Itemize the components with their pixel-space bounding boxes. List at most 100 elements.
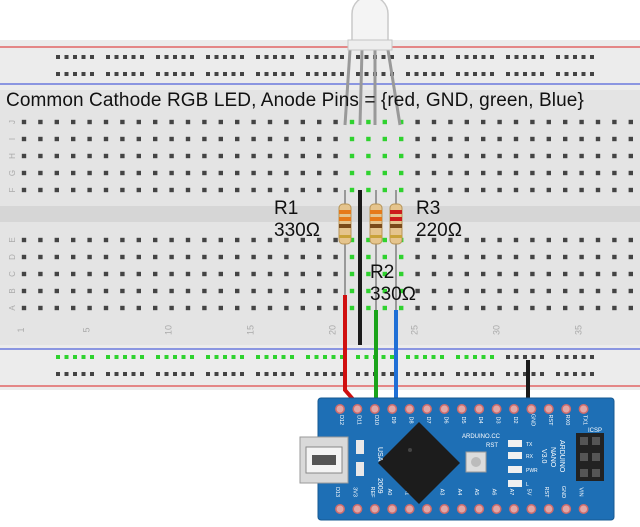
breadboard-hole [595,271,601,277]
rst-label: RST [486,443,498,449]
resistor-r1-label: R1 330Ω [274,198,320,242]
breadboard-hole [317,254,322,260]
breadboard-hole [546,153,551,159]
rail-hole [531,55,536,59]
breadboard-hole [317,136,322,142]
breadboard-hole [317,119,322,125]
breadboard-hole [563,237,568,243]
breadboard-hole [497,187,502,193]
rail-hole [573,72,577,76]
pin-label: A6 [491,489,497,496]
breadboard-hole [87,305,92,311]
rail-hole [73,355,77,359]
breadboard-hole [54,187,59,193]
board-name-2: NANO [549,447,556,468]
breadboard-hole [185,187,191,193]
pin-pad [456,404,467,414]
breadboard-hole [120,254,125,260]
breadboard-hole [464,271,469,277]
breadboard-hole [612,119,617,125]
rail-hole [406,372,410,376]
rail-hole [523,372,527,376]
pin-label: TX1 [582,415,588,425]
rail-hole [381,372,386,376]
rail-hole [456,372,460,376]
breadboard-hole [464,153,469,159]
breadboard-hole [366,237,371,243]
rail-hole [340,355,344,359]
breadboard-hole [628,288,633,294]
breadboard-hole [87,254,92,260]
rail-hole [164,372,169,376]
rail-hole [564,355,569,359]
bottom-pin-row: D133V3REFA0A1A2A3A4A5A6A75VRSTGNDVIN [334,486,589,514]
connected-holes [56,119,494,359]
rail-hole [490,355,494,359]
breadboard-hole [267,170,273,176]
rail-hole [414,355,419,359]
pin-label: A5 [473,489,479,496]
rail-hole [106,372,110,376]
rail-hole [406,55,410,59]
breadboard-hole [21,153,27,159]
resistor-r1-value: 330Ω [274,220,320,241]
rail-hole [331,372,336,376]
breadboard-hole [71,136,76,142]
breadboard-hole [464,170,469,176]
pin-label: A4 [456,489,462,496]
breadboard-hole [267,187,273,193]
breadboard-hole [382,237,387,243]
breadboard-hole [415,305,420,311]
rail-hole [573,355,577,359]
breadboard-hole [612,237,617,243]
pin-label: A7 [508,489,514,496]
breadboard-hole [349,254,355,260]
rail-hole [356,355,360,359]
pin-label: D3 [495,416,501,423]
breadboard-hole [251,254,256,260]
column-number: 25 [410,325,420,335]
rail-hole [306,355,310,359]
rail-hole [140,355,144,359]
breadboard-hole [120,237,125,243]
rail-hole [231,355,236,359]
breadboard-hole [497,288,502,294]
breadboard-hole [185,305,191,311]
breadboard-hole [579,153,584,159]
resistor-r2-name: R2 [370,262,395,283]
rail-hole [181,355,186,359]
breadboard-hole [612,305,617,311]
breadboard-hole [579,119,584,125]
pin-label: GND [529,414,535,426]
rail-hole [156,55,160,59]
rail-hole [523,72,527,76]
column-number: 35 [574,325,584,335]
breadboard-hole [120,136,125,142]
breadboard-hole [300,254,305,260]
breadboard-hole [218,254,223,260]
rail-hole [531,372,536,376]
breadboard-hole [202,254,207,260]
breadboard-hole [513,187,519,193]
breadboard-hole [448,136,453,142]
rail-hole [181,72,186,76]
row-letter: E [8,237,17,242]
breadboard-hole [153,254,158,260]
pin-pad [561,504,572,514]
microcontroller-chip [377,421,461,505]
pin-label: D13 [334,487,340,497]
row-letter: I [8,138,17,140]
rail-hole [240,72,244,76]
breadboard-hole [399,305,404,311]
rail-hole [123,55,127,59]
rail-hole [240,372,244,376]
breadboard-hole [628,271,633,277]
breadboard-hole [54,170,59,176]
breadboard-hole [202,170,207,176]
rail-hole [64,355,69,359]
breadboard-hole [38,288,43,294]
breadboard-hole [497,119,502,125]
rail-hole [423,55,427,59]
breadboard-hole [595,153,601,159]
